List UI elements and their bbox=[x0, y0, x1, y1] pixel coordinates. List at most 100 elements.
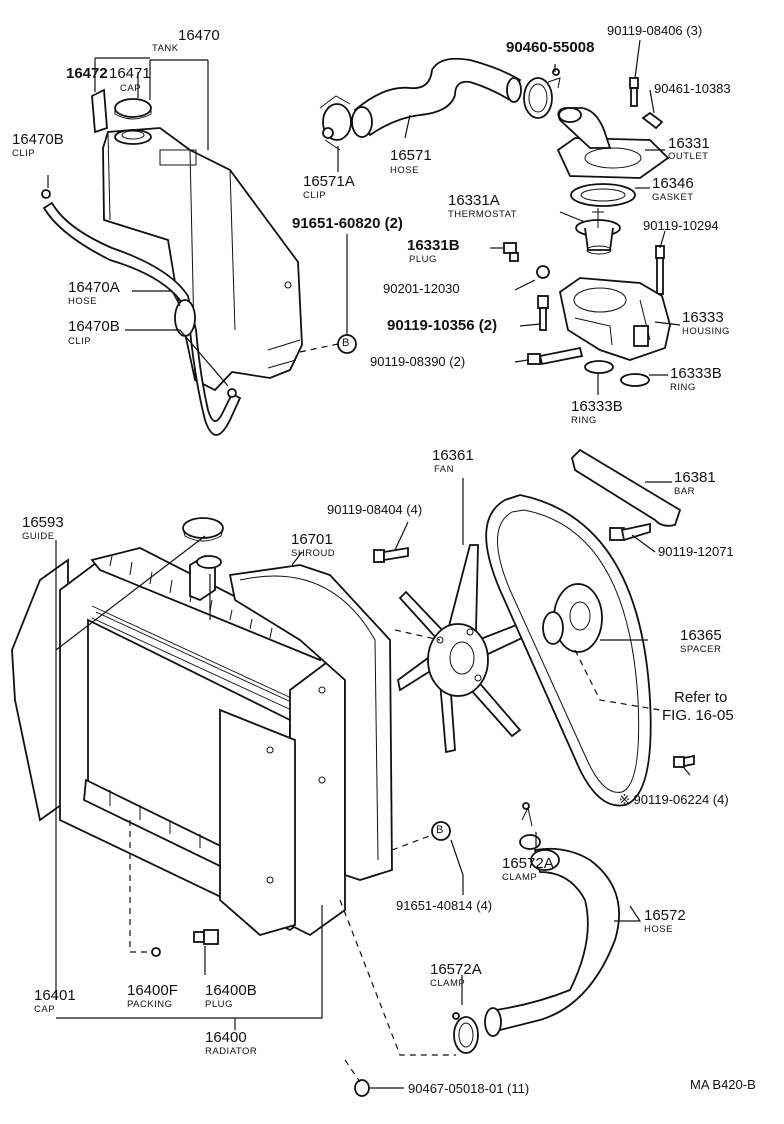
label-clip-bot: CLIP bbox=[68, 336, 92, 347]
fan-spacer bbox=[542, 583, 603, 653]
label-shroud: SHROUD bbox=[291, 548, 336, 559]
label-thermostat: THERMOSTAT bbox=[448, 209, 518, 220]
label-16400: 16400 bbox=[205, 1029, 247, 1046]
label-16572a-bot: 16572A bbox=[430, 961, 482, 978]
reservoir-tank bbox=[102, 127, 303, 392]
label-ring-right: RING bbox=[670, 382, 696, 393]
small-gasket bbox=[641, 111, 664, 130]
label-16331a: 16331A bbox=[448, 192, 500, 209]
label-16470: 16470 bbox=[178, 27, 220, 44]
overflow-hose bbox=[91, 88, 108, 134]
label-tank: TANK bbox=[152, 43, 179, 54]
thermostat-housing bbox=[558, 277, 671, 361]
drain-packing bbox=[151, 947, 161, 957]
hose-clamp-upper bbox=[523, 68, 561, 119]
filler-neck bbox=[196, 555, 222, 569]
label-90119-12071: 90119-12071 bbox=[658, 544, 734, 559]
label-plug-radiator: PLUG bbox=[205, 999, 233, 1010]
label-16365: 16365 bbox=[680, 627, 722, 644]
label-16571: 16571 bbox=[390, 147, 432, 164]
label-plug-thermo: PLUG bbox=[409, 254, 437, 265]
ring-left bbox=[584, 360, 614, 374]
label-refer-to: Refer to bbox=[674, 689, 728, 706]
label-fig-16-05: FIG. 16-05 bbox=[662, 707, 734, 724]
label-16333: 16333 bbox=[682, 309, 724, 326]
label-guide: GUIDE bbox=[22, 531, 55, 542]
label-16472: 16472 bbox=[66, 65, 108, 82]
clip-90467 bbox=[354, 1079, 370, 1097]
radiator bbox=[59, 547, 346, 937]
label-hose-lower: HOSE bbox=[644, 924, 673, 935]
label-16400f: 16400F bbox=[127, 982, 178, 999]
label-91651-40814: 91651-40814 (4) bbox=[396, 898, 493, 913]
label-housing: HOUSING bbox=[682, 326, 730, 337]
fan-shroud bbox=[228, 564, 393, 881]
water-outlet bbox=[556, 107, 670, 179]
label-16470b-top: 16470B bbox=[12, 131, 64, 148]
label-radiator: RADIATOR bbox=[205, 1046, 258, 1057]
gasket-16346 bbox=[570, 183, 636, 207]
label-16401: 16401 bbox=[34, 987, 76, 1004]
clip-top bbox=[41, 189, 51, 199]
label-16333b-left: 16333B bbox=[571, 398, 623, 415]
ring-right bbox=[620, 373, 650, 387]
plug-16331b bbox=[503, 242, 519, 262]
label-90461-10383: 90461-10383 bbox=[654, 81, 731, 96]
label-clip-top: CLIP bbox=[12, 148, 36, 159]
label-90119-08404: 90119-08404 (4) bbox=[327, 502, 423, 517]
label-16471: 16471 bbox=[109, 65, 151, 82]
label-gasket: GASKET bbox=[652, 192, 694, 203]
label-ring-left: RING bbox=[571, 415, 597, 426]
label-90119-08406: 90119-08406 (3) bbox=[607, 23, 703, 38]
label-16331: 16331 bbox=[668, 135, 710, 152]
washer-90201 bbox=[536, 265, 550, 279]
radiator-guide bbox=[11, 558, 69, 822]
label-16333b-right: 16333B bbox=[670, 365, 722, 382]
label-16572a-top: 16572A bbox=[502, 855, 554, 872]
label-90119-06224: ※ 90119-06224 (4) bbox=[619, 792, 729, 807]
stud-10294 bbox=[655, 245, 665, 295]
diagram-code: MA B420-B bbox=[690, 1077, 756, 1092]
bolt-08390 bbox=[527, 346, 584, 366]
label-90119-08390: 90119-08390 (2) bbox=[370, 354, 466, 369]
label-cap-radiator: CAP bbox=[34, 1004, 56, 1015]
label-clip-upper: CLIP bbox=[303, 190, 327, 201]
label-90201-12030: 90201-12030 bbox=[383, 281, 460, 296]
label-hose-upper: HOSE bbox=[390, 165, 419, 176]
leader-lines bbox=[47, 39, 691, 1089]
label-16571a: 16571A bbox=[303, 173, 355, 190]
label-packing: PACKING bbox=[127, 999, 173, 1010]
tank-hose bbox=[42, 201, 242, 436]
label-spacer: SPACER bbox=[680, 644, 722, 655]
label-90467-05018-01: 90467-05018-01 (11) bbox=[408, 1081, 530, 1096]
drain-plug bbox=[193, 929, 219, 945]
fan-bolt bbox=[373, 546, 409, 563]
spacer-bolt bbox=[673, 754, 695, 768]
label-clamp-top: CLAMP bbox=[502, 872, 538, 883]
ref-letter-b-upper: B bbox=[342, 337, 350, 349]
label-cap-tank: CAP bbox=[120, 83, 142, 94]
label-bar: BAR bbox=[674, 486, 696, 497]
lower-clamp-top bbox=[519, 802, 541, 850]
bolt-10356 bbox=[537, 295, 549, 331]
label-16701: 16701 bbox=[291, 531, 333, 548]
label-clamp-bot: CLAMP bbox=[430, 978, 466, 989]
label-90460-55008: 90460-55008 bbox=[506, 39, 595, 56]
adjusting-bar bbox=[571, 448, 682, 527]
ref-letter-b-lower: B bbox=[436, 824, 444, 836]
label-90119-10356: 90119-10356 (2) bbox=[387, 317, 498, 334]
label-16572: 16572 bbox=[644, 907, 686, 924]
lower-clamp-bottom bbox=[452, 1012, 479, 1054]
radiator-cap bbox=[182, 517, 224, 542]
label-outlet: OUTLET bbox=[668, 151, 709, 162]
label-91651-60820: 91651-60820 (2) bbox=[292, 215, 403, 232]
label-16346: 16346 bbox=[652, 175, 694, 192]
label-16361: 16361 bbox=[432, 447, 474, 464]
upper-hose bbox=[319, 57, 522, 151]
lower-hose bbox=[484, 847, 620, 1037]
clip-bottom bbox=[227, 388, 237, 398]
label-16331b: 16331B bbox=[407, 237, 460, 254]
label-16381: 16381 bbox=[674, 469, 716, 486]
